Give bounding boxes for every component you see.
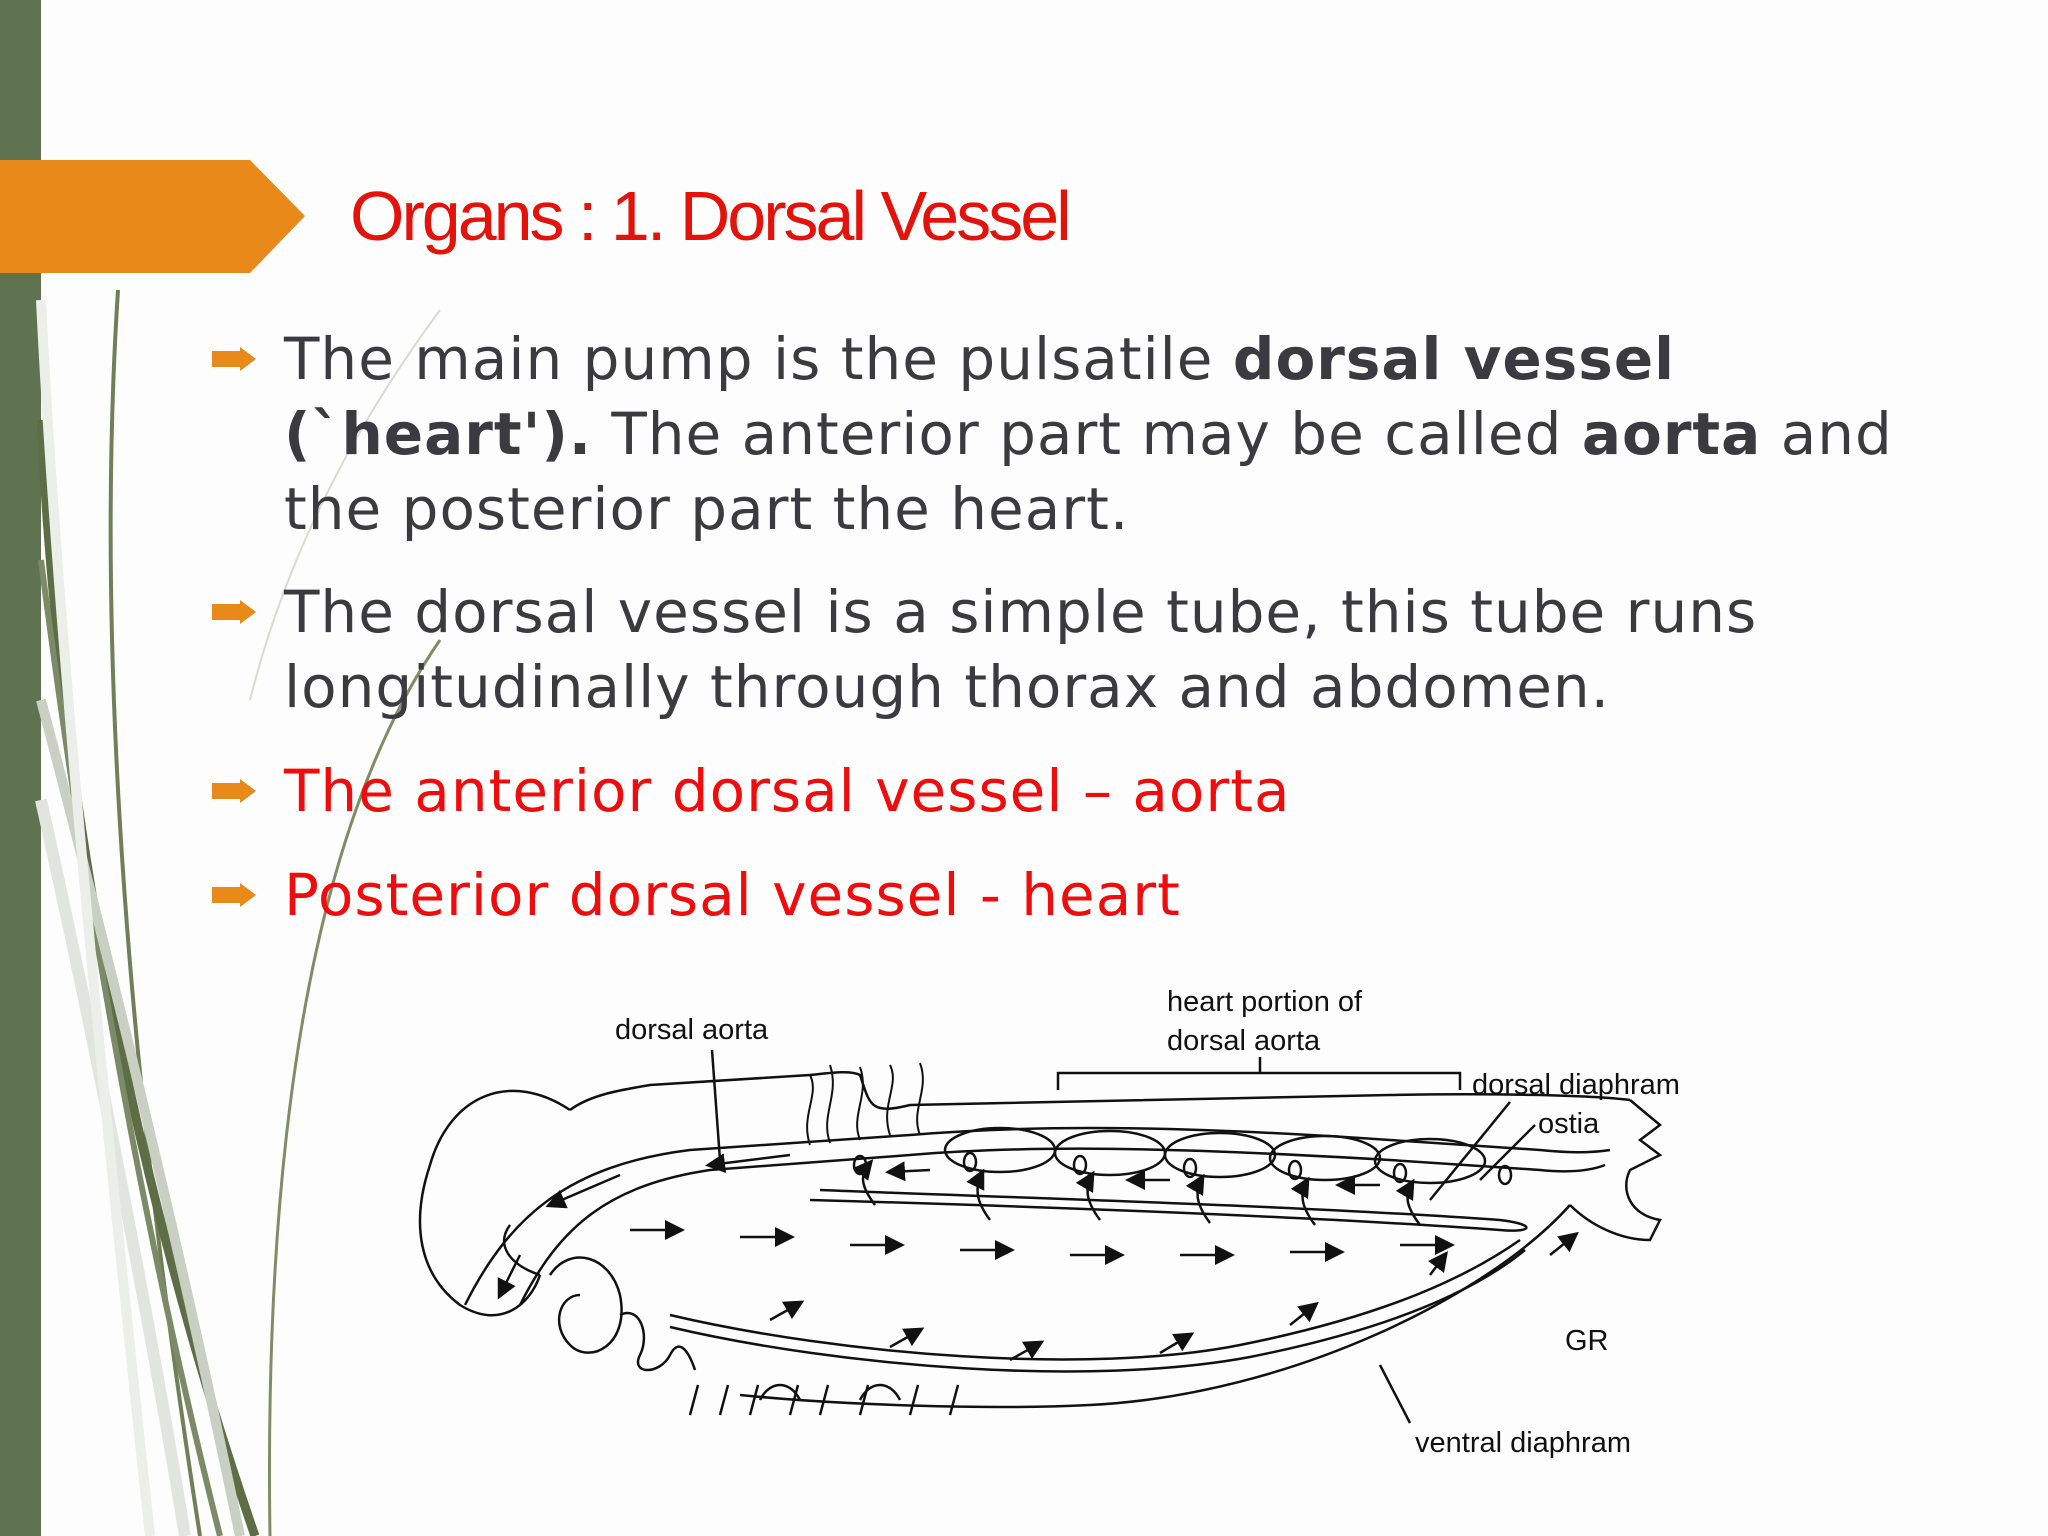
label-heart-portion-line2: dorsal aorta	[1167, 1025, 1321, 1057]
label-dorsal-aorta: dorsal aorta	[615, 1014, 769, 1046]
arrow-bullet-icon	[212, 600, 256, 624]
leader-lines	[710, 1049, 1536, 1424]
dorsal-vessel-diagram: dorsal aorta heart portion of dorsal aor…	[418, 986, 1680, 1459]
arrow-bullet-icon	[212, 883, 256, 907]
bullet-text: The anterior part may be called	[591, 400, 1582, 468]
artist-signature: GR	[1565, 1325, 1609, 1357]
dorsal-diaphragm-line	[809, 1188, 1528, 1232]
bullet-item-heart: Posterior dorsal vessel - heart	[210, 858, 1910, 933]
bullet-item-dorsal-vessel: The main pump is the pulsatile dorsal ve…	[210, 322, 1910, 547]
bullet-item-simple-tube: The dorsal vessel is a simple tube, this…	[210, 575, 1910, 725]
label-ventral-diaphram: ventral diaphram	[1415, 1427, 1631, 1459]
page-title: Organs : 1. Dorsal Vessel	[350, 177, 1072, 255]
bullet-item-aorta: The anterior dorsal vessel – aorta	[210, 754, 1910, 829]
arrow-bullet-icon	[212, 347, 256, 371]
dorsal-vessel-tube	[463, 1126, 1611, 1306]
title-accent-arrow	[0, 160, 305, 273]
wavy-head-lines	[806, 1062, 924, 1146]
bullet-bold-text: dorsal vessel (`heart').	[284, 325, 1676, 468]
insect-body-outline	[418, 1071, 1663, 1416]
bullet-text: The main pump is the pulsatile	[284, 325, 1233, 393]
label-heart-portion-line1: heart portion of	[1167, 986, 1363, 1018]
bullet-text: Posterior dorsal vessel - heart	[284, 861, 1181, 929]
hemolymph-flow-arrows	[497, 1153, 1579, 1362]
ventral-diaphragm-line	[669, 1238, 1526, 1373]
bullet-text: The anterior dorsal vessel – aorta	[284, 757, 1291, 825]
bullet-text: and the posterior part the heart.	[284, 400, 1893, 543]
bullet-bold-text: aorta	[1581, 400, 1762, 468]
bullet-text: The dorsal vessel is a simple tube, this…	[284, 578, 1758, 721]
arrow-bullet-icon	[212, 779, 256, 803]
label-dorsal-diaphram: dorsal diaphram	[1472, 1069, 1680, 1101]
decorative-grass-lines	[35, 289, 442, 1536]
label-ostia: ostia	[1538, 1108, 1600, 1140]
bullet-list: The main pump is the pulsatile dorsal ve…	[210, 322, 1910, 933]
